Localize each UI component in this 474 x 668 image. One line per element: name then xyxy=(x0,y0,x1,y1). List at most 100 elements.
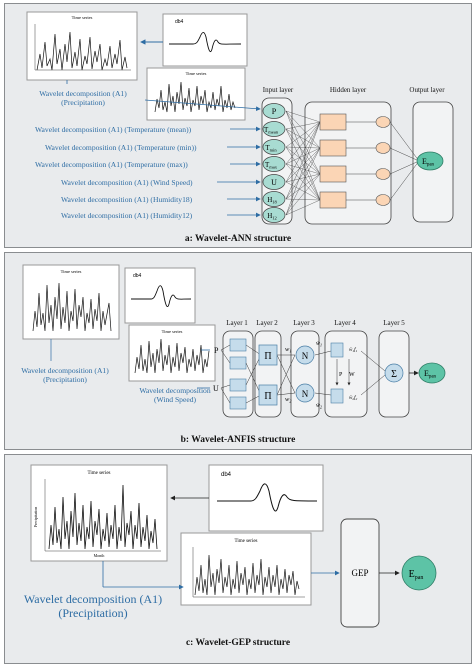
hidden-nodes xyxy=(319,113,391,209)
layer-3-box xyxy=(290,330,320,418)
decomposed-series-line xyxy=(134,338,210,374)
output-node-epan-label: Epan xyxy=(422,157,435,168)
arrow-decomp-to-p xyxy=(144,99,261,112)
time-series-thumbnail: Time series xyxy=(26,11,138,81)
wind-label-2: (Wind Speed) xyxy=(154,395,197,404)
weight-w2-bar-label: w̄2 xyxy=(316,403,322,410)
layer-2-title: Layer 2 xyxy=(256,319,278,327)
anfis-connections xyxy=(220,344,386,404)
pi-node-2 xyxy=(258,384,278,406)
input-node-tmax xyxy=(262,156,286,172)
ann-connections-hidden-output xyxy=(389,121,420,201)
output-node-epan xyxy=(401,555,437,591)
input-label-tmean: Wavelet decomposition (A1) (Temperature … xyxy=(35,125,192,134)
precip-label-2: (Precipitation) xyxy=(61,98,105,107)
time-series-thumbnail: Time series Precipitation Month xyxy=(30,464,168,562)
wavelet-ann-diagram: Time series db4 Time series Wavelet deco… xyxy=(26,11,454,244)
rule-output-1-label: w̄1f1 xyxy=(349,348,357,353)
panel-c-caption: c: Wavelet-GEP structure xyxy=(186,638,290,648)
weight-w1-label: w1 xyxy=(285,346,291,354)
input-label-humidity12: Wavelet decomposition (A1) (Humidity12) xyxy=(61,211,193,220)
svg-text:Precipitation: Precipitation xyxy=(33,507,38,527)
svg-text:Time series: Time series xyxy=(234,539,257,544)
input-node-h18 xyxy=(262,191,286,207)
layer-1-box xyxy=(222,330,254,418)
sum-node xyxy=(384,363,404,383)
layer4-w-label: W xyxy=(349,372,355,378)
input-node-h12 xyxy=(262,207,286,223)
time-series-plot-line xyxy=(32,282,112,332)
input-p-label: P xyxy=(214,346,219,355)
panel-wavelet-anfis: Time series db4 Time series Wavelet deco… xyxy=(4,252,472,450)
hidden-box-1 xyxy=(319,113,347,131)
hidden-box-4 xyxy=(319,191,347,209)
input-u-label: U xyxy=(213,384,219,393)
precip-label-2: (Precipitation) xyxy=(43,375,87,384)
db4-wavelet-thumbnail: db4 xyxy=(162,13,248,67)
hidden-layer-title: Hidden layer xyxy=(330,86,367,94)
hidden-box-2 xyxy=(319,139,347,157)
layer-4-title: Layer 4 xyxy=(334,319,356,327)
weight-w2-label: w2 xyxy=(285,396,291,404)
hidden-neuron-1 xyxy=(375,116,391,128)
svg-text:db4: db4 xyxy=(133,273,142,279)
input-node-u xyxy=(262,174,286,190)
layer-3-title: Layer 3 xyxy=(293,319,315,327)
output-node-epan-label: Epan xyxy=(424,369,437,380)
layer4-p-label: P xyxy=(339,372,343,378)
hidden-neuron-4 xyxy=(375,194,391,206)
db4-wavelet-curve xyxy=(131,285,192,308)
svg-text:db4: db4 xyxy=(175,19,184,25)
hidden-neuron-2 xyxy=(375,142,391,154)
input-nodes: P Tmean Tmin Tmax U H18 H12 xyxy=(262,103,286,223)
pi-node-1-label: Π xyxy=(264,351,271,362)
svg-text:Time series: Time series xyxy=(72,15,93,20)
pi-node-1 xyxy=(258,344,278,366)
input-node-h18-label: H18 xyxy=(267,196,277,205)
wavelet-anfis-diagram: Time series db4 Time series Wavelet deco… xyxy=(21,264,446,445)
input-node-h12-label: H12 xyxy=(267,212,277,221)
input-node-tmax-label: Tmax xyxy=(265,161,278,170)
norm-node-2 xyxy=(295,383,315,403)
ann-connections-input-hidden xyxy=(285,110,321,216)
panel-wavelet-ann: Time series db4 Time series Wavelet deco… xyxy=(4,3,472,248)
svg-text:Time series: Time series xyxy=(186,71,207,76)
input-node-tmin xyxy=(262,139,286,155)
wavelet-gep-diagram: Time series Precipitation Month db4 Time… xyxy=(24,464,437,648)
pi-node-2-label: Π xyxy=(264,391,271,402)
panel-a-caption: a: Wavelet-ANN structure xyxy=(185,234,291,244)
svg-text:Time series: Time series xyxy=(61,269,82,274)
input-node-p-label: P xyxy=(272,107,277,116)
svg-text:Time series: Time series xyxy=(162,329,183,334)
decomposed-series-line xyxy=(194,554,300,596)
input-node-tmean-label: Tmean xyxy=(264,126,279,135)
gep-label: GEP xyxy=(351,568,368,578)
sum-node-label: Σ xyxy=(391,369,397,380)
db4-wavelet-curve xyxy=(217,483,318,512)
wind-label-1: Wavelet decomposition xyxy=(139,386,211,395)
db4-wavelet-thumbnail: db4 xyxy=(208,464,324,532)
output-node-epan xyxy=(416,151,444,171)
output-node-epan xyxy=(418,362,446,384)
layer-5-title: Layer 5 xyxy=(383,319,405,327)
membership-boxes xyxy=(229,338,247,410)
time-series-thumbnail: Time series xyxy=(22,264,120,340)
decomposed-series-line xyxy=(154,81,236,113)
db4-wavelet-curve xyxy=(169,32,242,53)
precip-label-2: (Precipitation) xyxy=(58,606,127,620)
input-node-u-label: U xyxy=(271,178,277,187)
input-label-tmax: Wavelet decomposition (A1) (Temperature … xyxy=(35,160,188,169)
consequent-node-2 xyxy=(330,388,344,404)
input-node-p xyxy=(262,103,286,119)
input-label-wind: Wavelet decomposition (A1) (Wind Speed) xyxy=(61,178,193,187)
norm-node-1-label: N xyxy=(302,351,309,361)
input-label-humidity18: Wavelet decomposition (A1) (Humidity18) xyxy=(61,195,193,204)
time-series-plot-line xyxy=(48,484,158,550)
output-node-epan-label: Epan xyxy=(409,569,424,581)
layer-1-title: Layer 1 xyxy=(226,319,248,327)
output-layer-title: Output layer xyxy=(409,86,445,94)
norm-node-2-label: N xyxy=(302,389,309,399)
norm-node-1 xyxy=(295,345,315,365)
svg-text:Month: Month xyxy=(94,553,105,558)
consequent-node-1 xyxy=(330,342,344,358)
